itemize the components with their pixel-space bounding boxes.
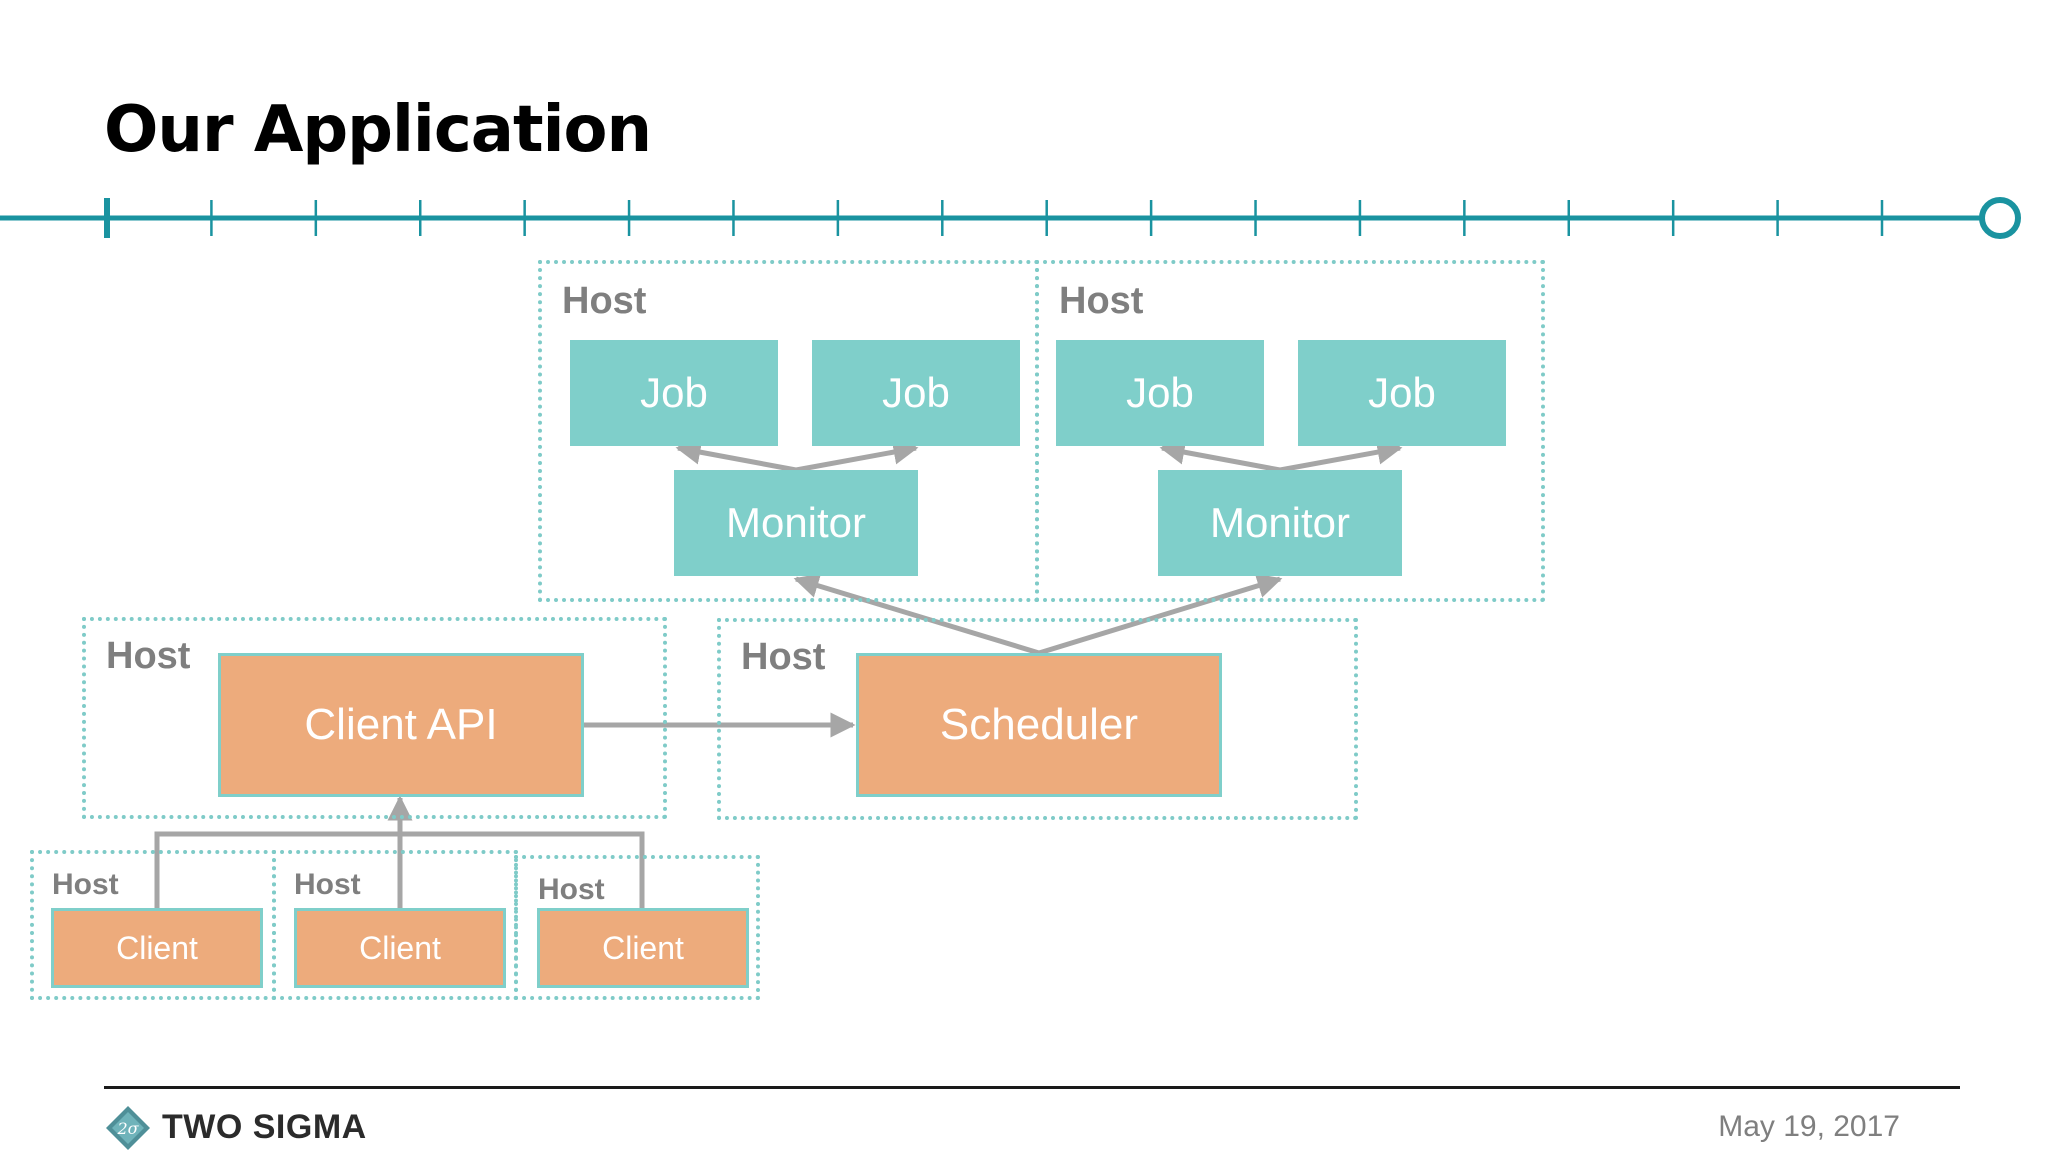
host-client-2: Host [272, 850, 518, 1000]
slide-title: Our Application [104, 93, 652, 167]
svg-text:2σ: 2σ [116, 1119, 139, 1138]
host-client-1: Host [30, 850, 276, 1000]
job-node: Job [570, 340, 778, 446]
timeline-end-marker [1979, 197, 2021, 239]
host-scheduler: Host [717, 618, 1358, 820]
two-sigma-logo-icon: 2σ [106, 1106, 150, 1150]
monitor-node: Monitor [1158, 470, 1402, 576]
host-label: Host [538, 873, 605, 906]
brand-name: TWO SIGMA [162, 1108, 367, 1146]
job-node: Job [812, 340, 1020, 446]
host-jobs-2: Host [1035, 260, 1545, 602]
job-node: Job [1056, 340, 1264, 446]
scheduler-node: Scheduler [856, 653, 1222, 797]
client-node: Client [51, 908, 263, 988]
host-label: Host [1059, 280, 1144, 322]
host-client-3: Host [514, 855, 760, 1000]
host-label: Host [52, 868, 119, 901]
footer-divider [104, 1086, 1960, 1089]
slide-date: May 19, 2017 [1718, 1110, 1900, 1143]
job-node: Job [1298, 340, 1506, 446]
host-label: Host [562, 280, 647, 322]
client-node: Client [537, 908, 749, 988]
client-api-node: Client API [218, 653, 584, 797]
client-node: Client [294, 908, 506, 988]
host-label: Host [294, 868, 361, 901]
host-client-api: Host [82, 617, 667, 819]
host-label: Host [741, 636, 826, 678]
host-label: Host [106, 635, 191, 677]
monitor-node: Monitor [674, 470, 918, 576]
